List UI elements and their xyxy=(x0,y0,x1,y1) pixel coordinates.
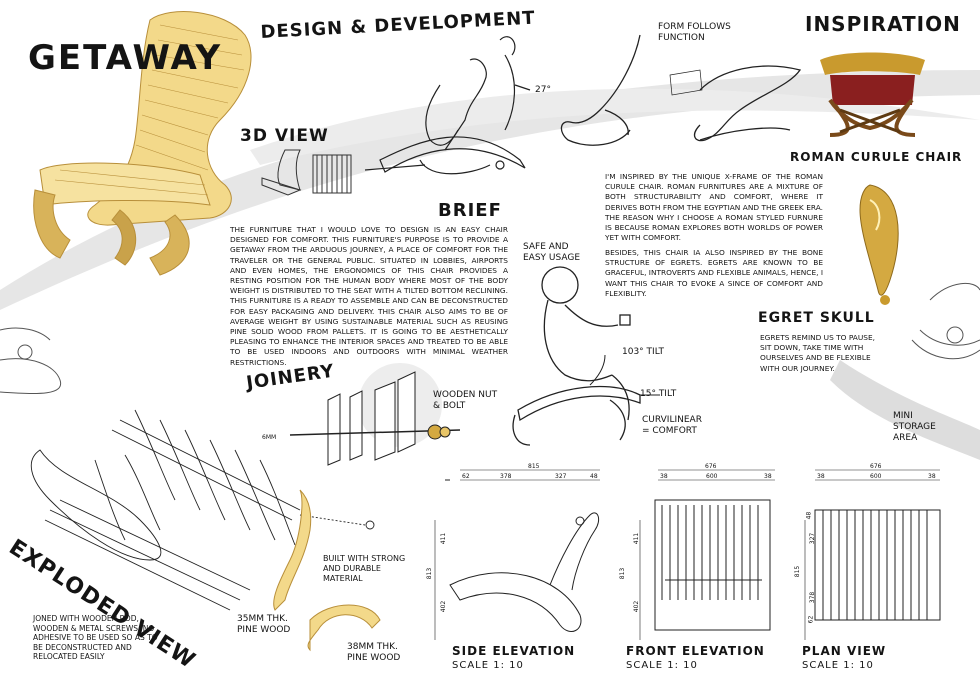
form-follows-function-note: FORM FOLLOWS FUNCTION xyxy=(658,22,731,44)
exploded-wood-panels xyxy=(273,489,381,652)
side-dim-378: 378 xyxy=(500,473,512,480)
mm6-note: 6mm xyxy=(262,434,277,441)
roman-chair-heading: ROMAN CURULE CHAIR xyxy=(790,150,963,164)
tilt-indicators xyxy=(589,354,660,396)
3d-view-sketches xyxy=(261,149,352,196)
form-follows-function-sketches xyxy=(560,34,802,146)
front-dim-402: 402 xyxy=(633,600,641,613)
front-dim-813: 813 xyxy=(619,567,627,580)
safe-line-2: EASY USAGE xyxy=(523,253,581,263)
inspiration-text-1: I'M INSPIRED BY THE UNIQUE X-FRAME OF TH… xyxy=(605,172,823,243)
brief-heading: BRIEF xyxy=(438,200,502,221)
plan-dim-327: 327 xyxy=(809,532,817,545)
tilt-15-note: 15° TILT xyxy=(640,389,677,399)
plan-dim-378: 378 xyxy=(809,591,817,604)
side-elevation-drawing xyxy=(434,469,600,640)
pine38-line-1: 38MM THK. xyxy=(347,642,398,652)
mini-storage-note: MINI STORAGE AREA xyxy=(893,411,936,444)
background-swoosh-2 xyxy=(250,88,980,165)
pine35-line-1: 35MM THK. xyxy=(237,614,288,624)
safe-usage-note: SAFE AND EASY USAGE xyxy=(523,242,580,264)
front-elevation-scale: SCALE 1: 10 xyxy=(626,660,698,671)
egret-skull-image xyxy=(859,184,899,305)
brief-text: THE FURNITURE THAT I WOULD LOVE TO DESIG… xyxy=(230,225,508,367)
egret-text: EGRETS REMIND US TO PAUSE, SIT DOWN, TAK… xyxy=(760,333,875,373)
plan-dim-600: 600 xyxy=(870,473,882,480)
form-follows-line-2: FUNCTION xyxy=(658,33,705,43)
side-dim-48: 48 xyxy=(590,473,598,480)
front-dim-38b: 38 xyxy=(764,473,772,480)
degree-27-note: 27° xyxy=(535,85,551,95)
nut-line-1: WOODEN NUT xyxy=(433,390,498,400)
3d-view-heading: 3D VIEW xyxy=(240,126,329,146)
side-dim-402: 402 xyxy=(440,600,448,613)
side-dim-62: 62 xyxy=(462,473,470,480)
background-swoosh-3 xyxy=(830,360,980,460)
inspiration-heading: INSPIRATION xyxy=(805,12,961,36)
storage-line-3: AREA xyxy=(893,433,918,443)
front-dim-600: 600 xyxy=(706,473,718,480)
wooden-nut-note: WOODEN NUT & BOLT xyxy=(433,390,497,412)
nut-line-2: & BOLT xyxy=(433,401,466,411)
joined-note: JONED WITH WOODEN ROD, WOODEN & METAL SC… xyxy=(33,614,158,661)
side-elevation-title: SIDE ELEVATION xyxy=(452,644,576,658)
poster-title: GETAWAY xyxy=(28,38,223,78)
side-dim-813: 813 xyxy=(426,567,434,580)
curv-line-2: = COMFORT xyxy=(642,426,697,436)
plan-dim-815: 815 xyxy=(794,565,802,578)
plan-view-drawing xyxy=(804,469,941,640)
pine35-line-2: PINE WOOD xyxy=(237,625,291,635)
form-follows-line-1: FORM FOLLOWS xyxy=(658,22,731,32)
plan-dim-48: 48 xyxy=(805,511,813,520)
front-dim-38a: 38 xyxy=(660,473,668,480)
ergonomic-seated-figure xyxy=(512,266,641,446)
front-dim-676: 676 xyxy=(705,463,717,470)
tilt-103-note: 103° TILT xyxy=(622,347,664,357)
built-line-3: MATERIAL xyxy=(323,574,363,583)
plan-dim-38a: 38 xyxy=(817,473,825,480)
pine-35-note: 35MM THK. PINE WOOD xyxy=(237,614,290,636)
inspiration-text-2: BESIDES, THIS CHAIR IA ALSO INSPIRED BY … xyxy=(605,248,823,298)
built-material-note: BUILT WITH STRONG AND DURABLE MATERIAL xyxy=(323,554,405,584)
plan-dim-38b: 38 xyxy=(928,473,936,480)
plan-dim-676: 676 xyxy=(870,463,882,470)
edge-sketches xyxy=(0,282,980,395)
storage-line-1: MINI xyxy=(893,411,913,421)
front-elevation-drawing xyxy=(639,469,775,640)
pine38-line-2: PINE WOOD xyxy=(347,653,401,663)
exploded-view-drawing xyxy=(30,409,375,611)
plan-view-scale: SCALE 1: 10 xyxy=(802,660,874,671)
built-line-2: AND DURABLE xyxy=(323,564,381,573)
design-sketch-seated-person xyxy=(364,36,531,175)
built-line-1: BUILT WITH STRONG xyxy=(323,554,406,563)
egret-skull-heading: EGRET SKULL xyxy=(758,310,875,326)
side-dim-815: 815 xyxy=(528,463,540,470)
side-dim-327: 327 xyxy=(555,473,567,480)
roman-curule-chair-image xyxy=(820,52,925,137)
joinery-drawing xyxy=(289,363,461,466)
front-elevation-title: FRONT ELEVATION xyxy=(626,644,765,658)
storage-line-2: STORAGE xyxy=(893,422,936,432)
safe-line-1: SAFE AND xyxy=(523,242,569,252)
plan-view-title: PLAN VIEW xyxy=(802,644,887,658)
front-dim-411: 411 xyxy=(633,532,641,545)
side-dim-411: 411 xyxy=(440,532,448,545)
pine-38-note: 38MM THK. PINE WOOD xyxy=(347,642,400,664)
curvilinear-note: CURVILINEAR = COMFORT xyxy=(642,415,702,437)
3d-chair-render xyxy=(33,11,252,276)
plan-dim-62: 62 xyxy=(807,615,815,624)
curv-line-1: CURVILINEAR xyxy=(642,415,702,425)
side-elevation-scale: SCALE 1: 10 xyxy=(452,660,524,671)
